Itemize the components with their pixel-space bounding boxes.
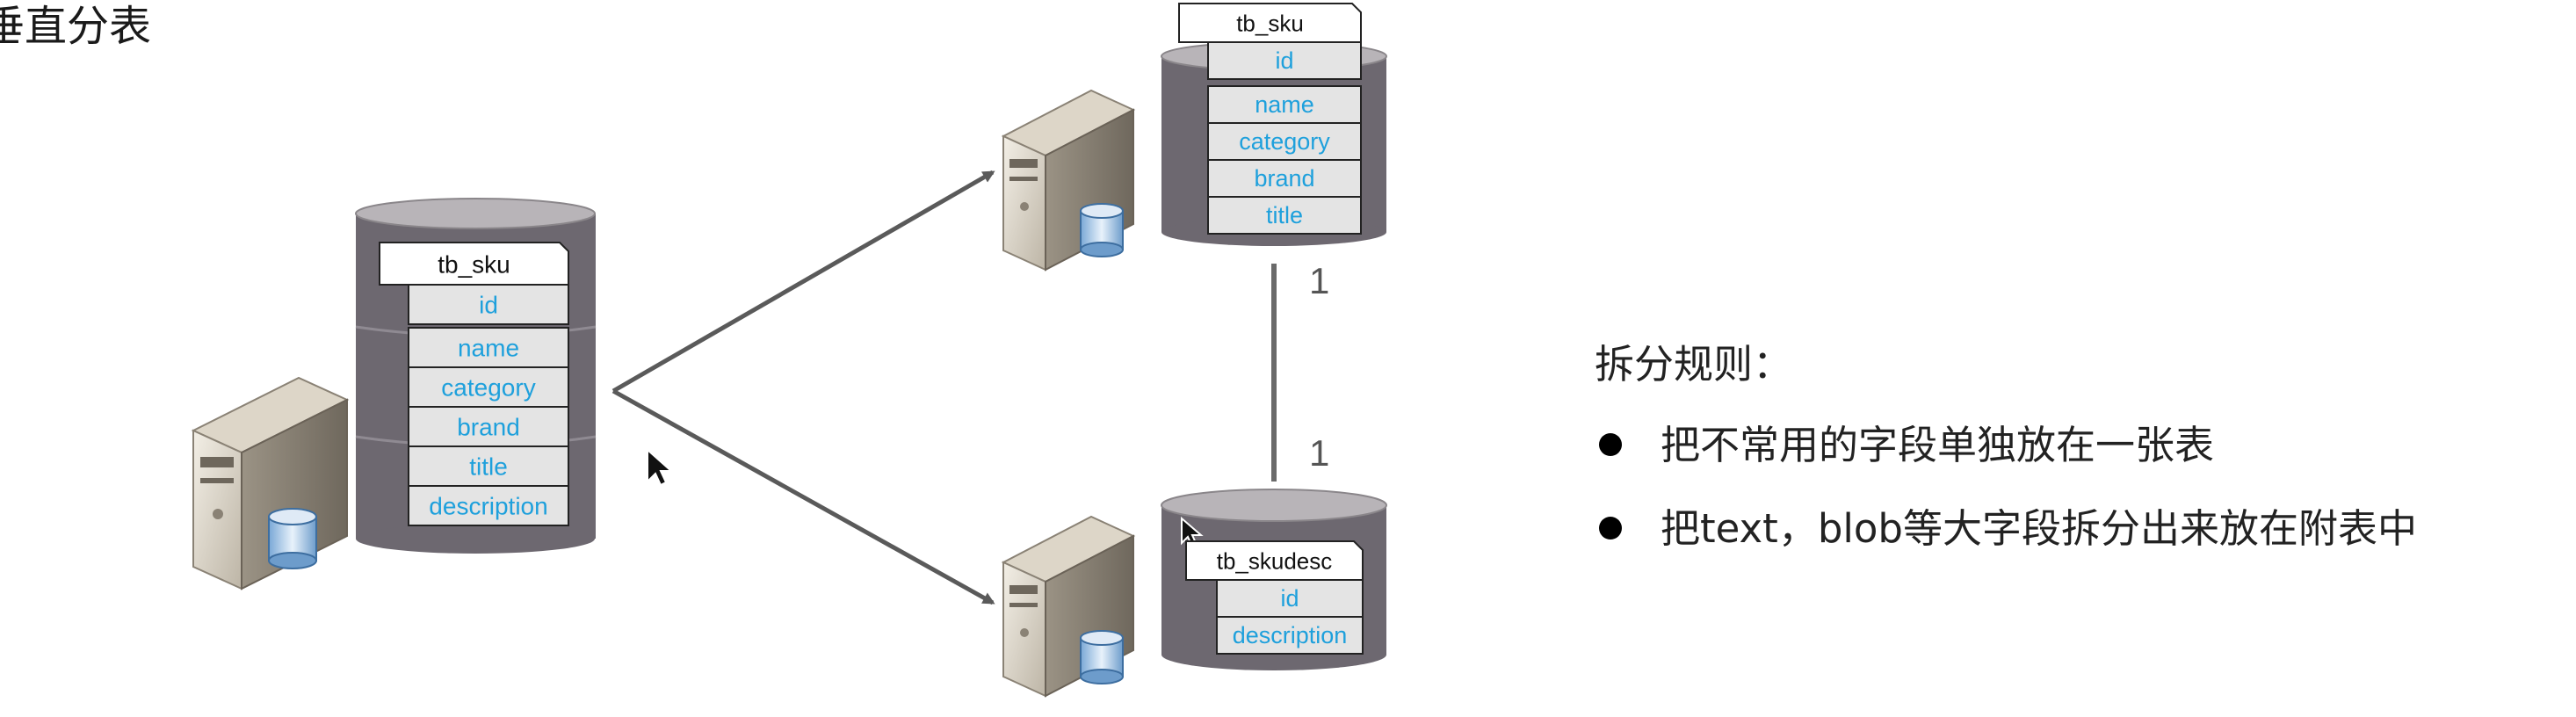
table-field-row — [1207, 122, 1362, 161]
table-name: tb_sku — [438, 251, 510, 279]
rule-item: 把text，blob等大字段拆分出来放在附表中 — [1599, 496, 2417, 554]
table-field-row — [408, 485, 569, 526]
table-field-row — [1207, 85, 1362, 124]
table-name: tb_skudesc — [1217, 548, 1333, 575]
table-field-row — [1216, 579, 1364, 618]
rules-heading: 拆分规则： — [1595, 341, 1793, 387]
table-field: id — [479, 291, 498, 318]
relation-label-top: 1 — [1309, 260, 1329, 301]
table-field: category — [441, 373, 535, 401]
table-field: title — [1266, 202, 1303, 228]
table-field-row — [408, 284, 569, 325]
table-field: id — [1275, 47, 1293, 74]
bullet-icon — [1599, 433, 1622, 456]
table-field: category — [1239, 128, 1330, 155]
table-field-row — [1207, 159, 1362, 198]
bullet-icon — [1599, 517, 1622, 540]
top-db-icon — [1080, 203, 1124, 257]
table-field-row — [408, 445, 569, 487]
rule-text: 把不常用的字段单独放在一张表 — [1661, 422, 2215, 468]
table-field-row — [1207, 196, 1362, 235]
bottom-db-icon — [1080, 630, 1124, 684]
table-field-row — [1216, 616, 1364, 655]
table-field: brand — [457, 413, 520, 440]
rule-text: 把text，blob等大字段拆分出来放在附表中 — [1661, 505, 2417, 552]
arrow-to-top — [611, 170, 995, 394]
table-field: description — [429, 492, 547, 519]
table-field-row — [408, 406, 569, 447]
table-field: description — [1233, 622, 1348, 648]
cursor-icon — [647, 447, 674, 487]
arrow-to-bottom — [611, 388, 995, 605]
page-title: 垂直分表 — [0, 2, 152, 51]
table-name: tb_sku — [1236, 11, 1304, 37]
relation-label-bottom: 1 — [1309, 432, 1329, 474]
table-field-row — [408, 327, 569, 368]
table-field: title — [469, 453, 508, 480]
table-field: name — [1255, 91, 1314, 118]
table-field: name — [458, 334, 519, 361]
table-field: brand — [1254, 165, 1314, 192]
rule-item: 把不常用的字段单独放在一张表 — [1599, 413, 2214, 470]
table-field-row — [1207, 41, 1362, 80]
source-db-icon — [268, 508, 317, 569]
table-field: id — [1280, 585, 1299, 612]
